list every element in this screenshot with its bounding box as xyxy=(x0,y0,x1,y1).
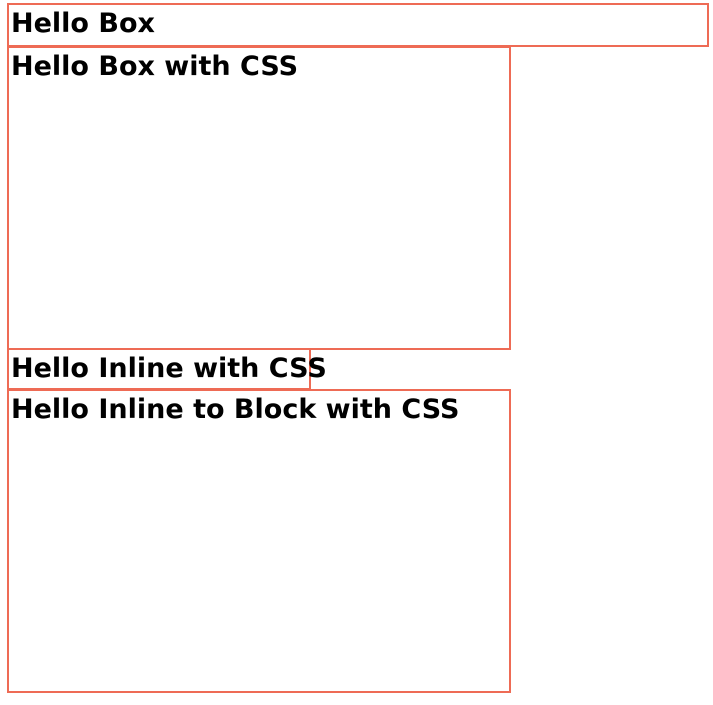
hello-inline-to-block-with-css: Hello Inline to Block with CSS xyxy=(7,389,511,693)
hello-box: Hello Box xyxy=(7,3,709,47)
page-content: Hello Box Hello Box with CSS Hello Inlin… xyxy=(7,3,709,693)
hello-box-with-css: Hello Box with CSS xyxy=(7,46,511,350)
hello-inline-with-css: Hello Inline with CSS xyxy=(7,348,327,390)
